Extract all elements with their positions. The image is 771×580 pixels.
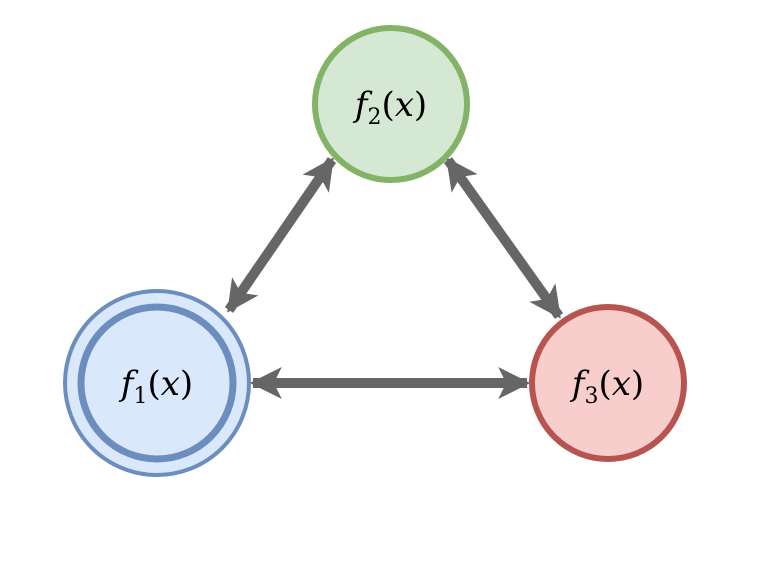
node-f2-sub: 2 <box>367 105 381 130</box>
node-f2-label: f2(x) <box>352 85 427 130</box>
node-f2-circle <box>312 25 470 183</box>
node-f2[interactable]: f2(x) <box>312 25 470 183</box>
node-f3-circle <box>529 304 687 462</box>
node-f1-inner-ring <box>77 303 237 463</box>
node-f1-sub: 1 <box>133 384 147 409</box>
node-f1-label: f1(x) <box>118 364 193 409</box>
node-f1-var: x <box>161 364 180 404</box>
node-f3-label: f3(x) <box>569 364 644 409</box>
edge-f1-f2 <box>224 157 337 313</box>
node-f3-sub: 3 <box>584 384 598 409</box>
edge-f2-f3 <box>443 157 564 319</box>
node-f2-var: x <box>395 85 414 125</box>
node-f3[interactable]: f3(x) <box>529 304 687 462</box>
edges <box>224 157 564 400</box>
node-f1[interactable]: f1(x) <box>63 289 251 477</box>
node-f3-var: x <box>612 364 631 404</box>
